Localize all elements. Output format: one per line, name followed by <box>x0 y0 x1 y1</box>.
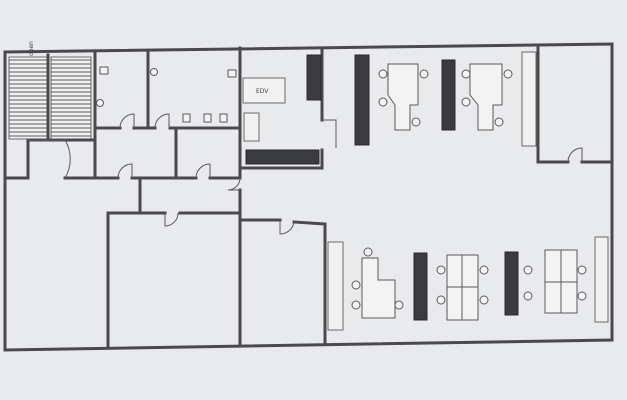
toilet-fixtures <box>96 66 237 123</box>
sink-icon <box>96 99 104 107</box>
toilet-icon <box>99 66 109 75</box>
cabinet <box>504 251 519 316</box>
server-room-label: EDV <box>256 88 269 95</box>
cabinet <box>354 54 370 146</box>
urinal-icon <box>182 113 191 123</box>
cabinet <box>441 59 456 131</box>
desk-cluster <box>387 63 419 131</box>
upper-office <box>354 51 537 147</box>
server-room: EDV <box>242 54 322 165</box>
lower-office <box>327 236 609 331</box>
shelf <box>327 241 344 331</box>
urinal-icon <box>203 113 212 123</box>
urinal-icon <box>219 113 228 123</box>
server-rack <box>242 77 286 104</box>
desk-cluster <box>361 257 396 319</box>
outer-walls <box>3 42 614 352</box>
sink-icon <box>150 68 158 76</box>
toilet-icon <box>227 69 237 78</box>
desk-cluster <box>469 63 503 131</box>
shelf <box>594 236 609 323</box>
cabinet <box>413 252 428 321</box>
doors <box>28 113 583 235</box>
stair-direction-label: oben <box>28 41 35 56</box>
shelf <box>521 51 537 147</box>
